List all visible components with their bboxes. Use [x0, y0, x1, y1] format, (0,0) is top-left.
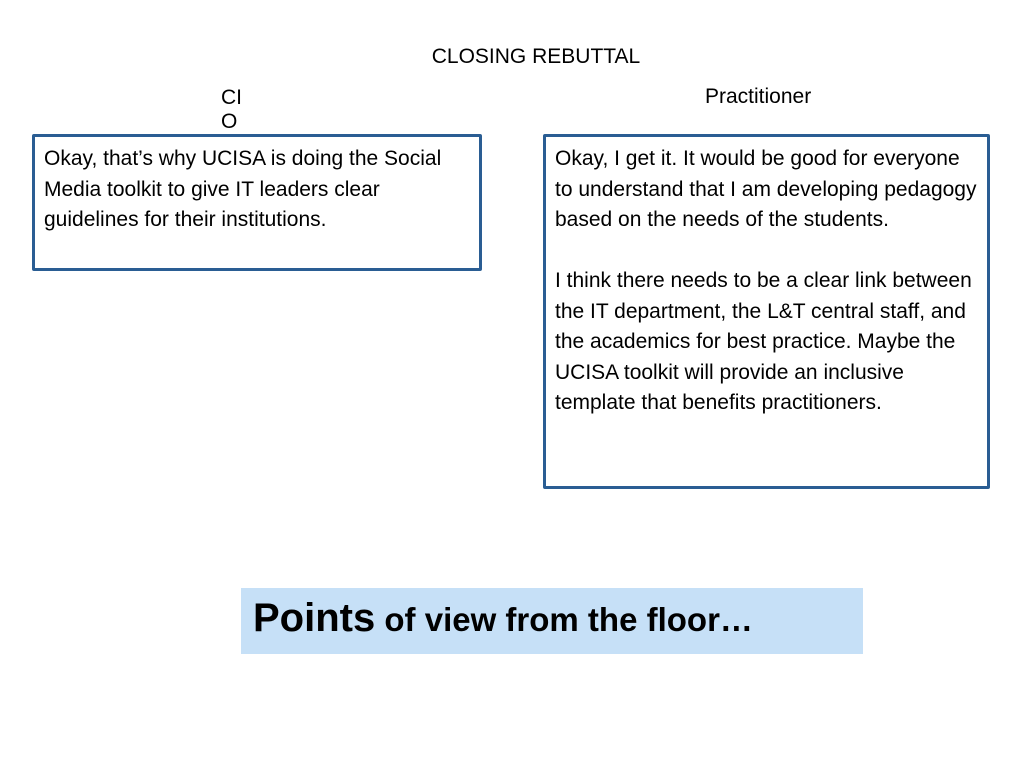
- speaker-label-cio: CIO: [221, 86, 242, 133]
- speaker-label-practitioner: Practitioner: [705, 85, 812, 108]
- practitioner-quote-box: Okay, I get it. It would be good for eve…: [543, 134, 990, 489]
- cio-quote-text: Okay, that’s why UCISA is doing the Soci…: [44, 147, 442, 231]
- slide-title: CLOSING REBUTTAL: [431, 45, 641, 68]
- floor-banner-lead: Points: [253, 596, 376, 640]
- practitioner-quote-paragraph-2: I think there needs to be a clear link b…: [555, 269, 972, 414]
- cio-quote-box: Okay, that’s why UCISA is doing the Soci…: [32, 134, 482, 271]
- floor-banner-rest: of view from the floor…: [375, 601, 753, 638]
- floor-banner: Points of view from the floor…: [241, 588, 863, 654]
- practitioner-quote-paragraph-1: Okay, I get it. It would be good for eve…: [555, 147, 977, 231]
